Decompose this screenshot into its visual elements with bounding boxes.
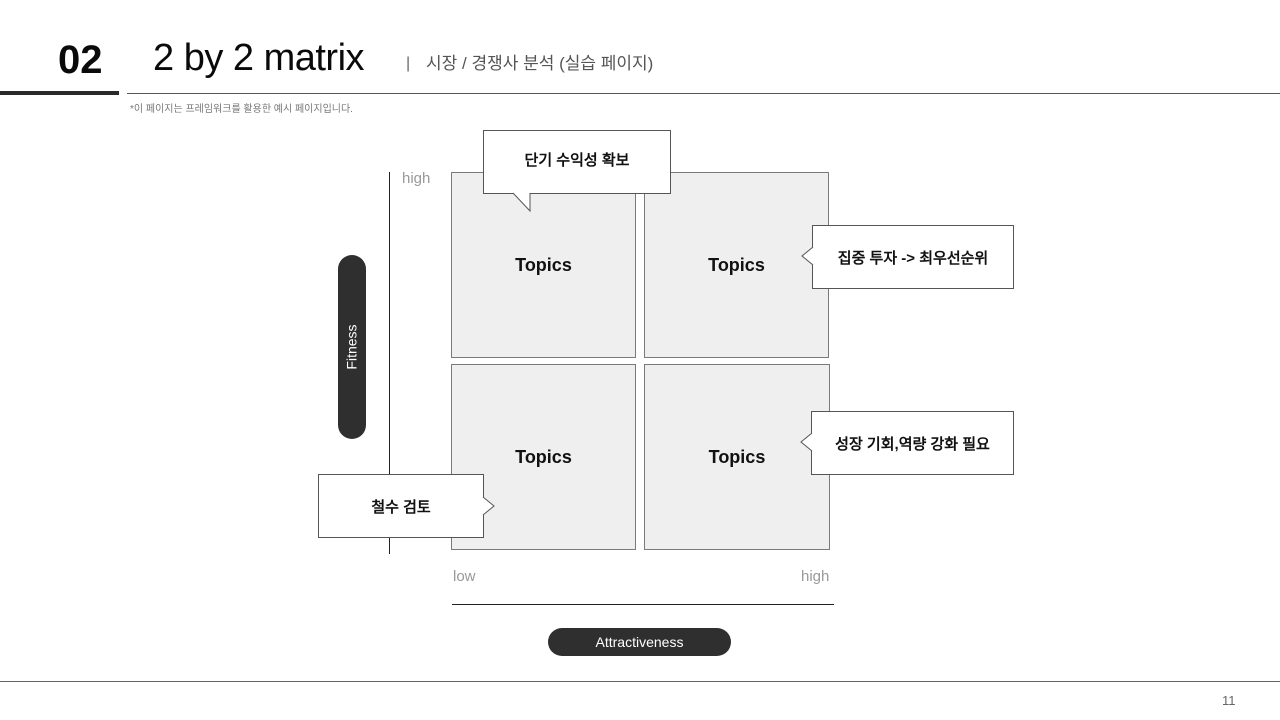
x-axis-low-label: low bbox=[453, 568, 476, 585]
callout-text: 성장 기회,역량 강화 필요 bbox=[835, 435, 990, 453]
callout-text: 철수 검토 bbox=[371, 498, 431, 516]
callout-bottom-right: 성장 기회,역량 강화 필요 bbox=[811, 411, 1014, 475]
header-accent-bar bbox=[0, 91, 119, 95]
y-axis-line bbox=[389, 172, 390, 554]
page-title: 2 by 2 matrix bbox=[153, 37, 365, 79]
quadrant-top-right: Topics bbox=[644, 172, 829, 358]
title-separator: | bbox=[406, 55, 411, 72]
quadrant-label: Topics bbox=[708, 446, 766, 467]
x-axis-line bbox=[452, 604, 834, 605]
page-number: 11 bbox=[1222, 693, 1236, 708]
callout-tail-icon bbox=[512, 192, 531, 213]
quadrant-bottom-left: Topics bbox=[451, 364, 636, 550]
y-axis-label: Fitness bbox=[344, 324, 360, 370]
page-subtitle: 시장 / 경쟁사 분석 (실습 페이지) bbox=[426, 54, 654, 73]
callout-text: 집중 투자 -> 최우선순위 bbox=[837, 249, 989, 267]
callout-top-right: 집중 투자 -> 최우선순위 bbox=[812, 225, 1014, 289]
quadrant-bottom-right: Topics bbox=[644, 364, 830, 550]
callout-tail-icon bbox=[482, 496, 495, 516]
callout-text: 단기 수익성 확보 bbox=[524, 151, 630, 169]
x-axis-high-label: high bbox=[801, 568, 830, 585]
quadrant-label: Topics bbox=[708, 254, 765, 275]
callout-top-left: 단기 수익성 확보 bbox=[483, 130, 671, 194]
quadrant-top-left: Topics bbox=[451, 172, 636, 358]
footer-divider bbox=[0, 681, 1280, 682]
page-note: *이 페이지는 프레임워크를 활용한 예시 페이지입니다. bbox=[130, 104, 353, 115]
x-axis-label-pill: Attractiveness bbox=[548, 628, 731, 656]
callout-tail-icon bbox=[800, 432, 813, 452]
callout-tail-icon bbox=[801, 246, 814, 266]
x-axis-label: Attractiveness bbox=[595, 634, 684, 650]
quadrant-label: Topics bbox=[515, 254, 572, 275]
header-divider bbox=[127, 93, 1280, 94]
y-axis-label-pill: Fitness bbox=[338, 255, 366, 439]
y-axis-high-label: high bbox=[402, 170, 431, 187]
callout-bottom-left: 철수 검토 bbox=[318, 474, 484, 538]
section-number: 02 bbox=[58, 38, 103, 82]
quadrant-label: Topics bbox=[515, 446, 572, 467]
